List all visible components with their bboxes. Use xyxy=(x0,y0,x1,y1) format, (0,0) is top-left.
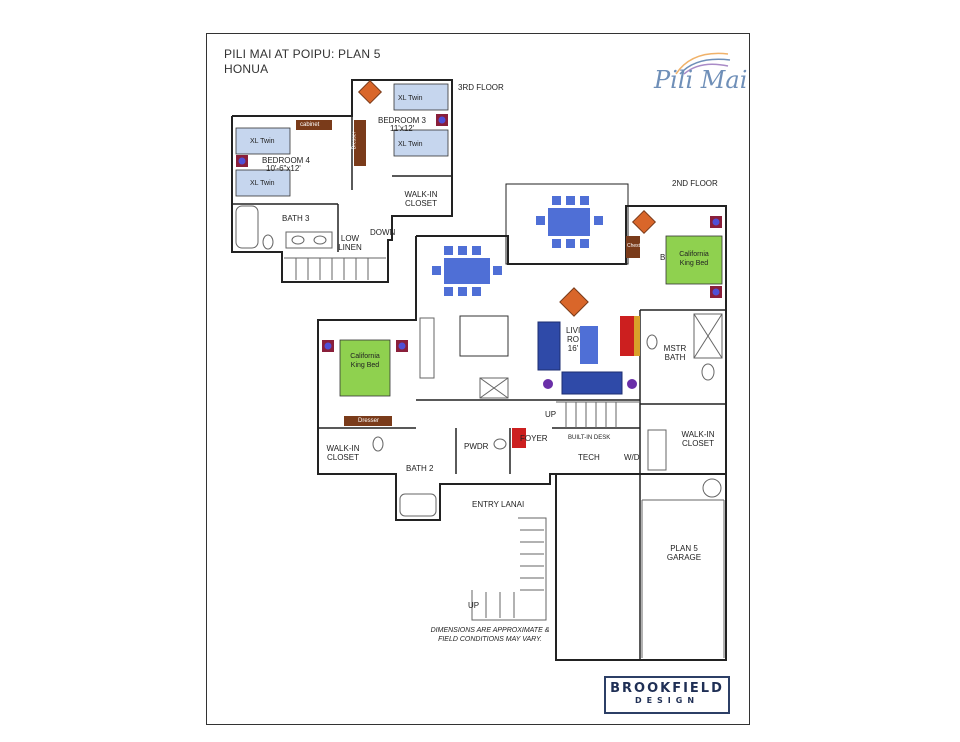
dining-table xyxy=(444,258,490,284)
built-in-desk: BUILT-IN DESK xyxy=(568,435,611,441)
brand-line1: BROOKFIELD xyxy=(610,681,724,696)
plan-title: PILI MAI AT POIPU: PLAN 5 xyxy=(224,47,381,61)
second-floor-wall xyxy=(416,205,727,475)
room-tech: TECH xyxy=(578,453,600,462)
room-pwdr: PWDR xyxy=(464,442,489,451)
xl-twin-bed xyxy=(393,129,449,157)
cabinet xyxy=(296,120,332,130)
dresser xyxy=(344,416,392,426)
up-label: UP xyxy=(545,410,557,419)
bed-label: XL Twin xyxy=(398,95,423,102)
bed-label: XL Twin xyxy=(250,180,275,187)
pili-mai-logo: Pili Mai xyxy=(654,66,748,94)
room-bath3: BATH 3 xyxy=(282,214,310,223)
bed-label: XL Twin xyxy=(398,141,423,148)
sofa xyxy=(537,321,561,371)
xl-twin-bed xyxy=(235,127,291,155)
room-living: LIVI RO 16' xyxy=(566,326,581,353)
floor-label-third: 3RD FLOOR xyxy=(458,83,504,92)
media-cabinet xyxy=(620,316,636,356)
sofa xyxy=(561,371,623,395)
california-king-bed xyxy=(339,339,391,397)
floor-label-second: 2ND FLOOR xyxy=(672,179,718,188)
room-bedroom3: BEDROOM 3 xyxy=(378,116,427,125)
california-king-bed xyxy=(665,235,723,285)
dresser xyxy=(354,120,366,166)
plan-sheet xyxy=(206,33,750,725)
xl-twin-bed xyxy=(235,169,291,197)
low-linen: LOW LINEN xyxy=(338,234,362,252)
room-bedroom2-partial: B xyxy=(660,253,666,262)
bed-label: California King Bed xyxy=(679,251,709,267)
down-label: DOWN xyxy=(370,228,396,237)
brookfield-design-logo: BROOKFIELD DESIGN xyxy=(604,676,730,714)
room-walkin-closet: WALK-IN CLOSET xyxy=(404,190,438,208)
room-foyer: FOYER xyxy=(520,434,548,443)
up-label: UP xyxy=(468,601,480,610)
bed-label: XL Twin xyxy=(250,138,275,145)
room-walkin-closet-master: WALK-IN CLOSET xyxy=(681,430,715,448)
dresser-label: Dresser xyxy=(358,418,380,424)
chest xyxy=(626,236,640,258)
garage-wall xyxy=(555,474,727,661)
room-entry-lanai: ENTRY LANAI xyxy=(472,500,525,509)
plan-subtitle: HONUA xyxy=(224,62,269,76)
room-garage: PLAN 5 GARAGE xyxy=(666,544,702,562)
lanai-table xyxy=(548,208,590,236)
brand-line2: DESIGN xyxy=(634,696,700,705)
bed-label: California King Bed xyxy=(350,353,380,369)
cabinet-label: cabinet xyxy=(300,122,320,128)
room-bedroom4: BEDROOM 4 xyxy=(262,156,311,165)
chest-label: Chest xyxy=(627,243,641,249)
third-floor-wall xyxy=(231,79,453,283)
room-bedroom3-dim: 11'x12' xyxy=(390,124,415,133)
room-bedroom4-dim: 10'-6"x12' xyxy=(266,164,301,173)
room-walkin-closet-2: WALK-IN CLOSET xyxy=(326,444,360,462)
dresser-label: Dresser xyxy=(351,131,358,150)
room-bath2: BATH 2 xyxy=(406,464,434,473)
room-mstr-bath: MSTR BATH xyxy=(663,344,687,362)
pili-mai-logo-mark xyxy=(675,52,731,75)
xl-twin-bed xyxy=(393,83,449,111)
dimension-note: DIMENSIONS ARE APPROXIMATE & FIELD CONDI… xyxy=(430,627,550,643)
room-wd: W/D xyxy=(624,453,640,462)
